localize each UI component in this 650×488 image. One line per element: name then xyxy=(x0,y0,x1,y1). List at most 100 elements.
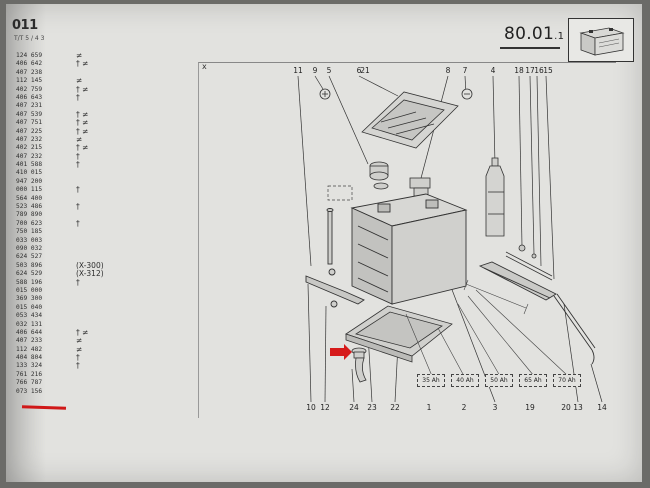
battery-thumbnail-icon xyxy=(568,18,634,62)
part-number: 406 643 xyxy=(16,93,43,101)
capacity-label: 65 Ah xyxy=(519,374,547,387)
parts-list-row: 033 003 xyxy=(16,237,104,245)
part-number: 761 216 xyxy=(16,370,43,378)
parts-list-row: 410 015 xyxy=(16,169,104,177)
part-number: 404 804 xyxy=(16,354,43,362)
parts-list-row: 404 804† xyxy=(16,353,104,362)
parts-list-row: 015 040 xyxy=(16,304,104,312)
part-number: 407 232 xyxy=(16,152,43,160)
part-number: 000 115 xyxy=(16,186,43,194)
part-number: 407 751 xyxy=(16,119,43,127)
part-number: 750 185 xyxy=(16,228,43,236)
callout-bottom: 2 xyxy=(461,403,467,412)
callout-top: 6 xyxy=(356,66,362,75)
parts-list-row: 407 225† ≠ xyxy=(16,126,104,136)
part-note: † ≠ xyxy=(76,327,89,337)
part-number: 053 434 xyxy=(16,312,43,320)
callout-top: 8 xyxy=(445,66,451,75)
part-number: 564 400 xyxy=(16,194,43,202)
parts-list-row: 073 156 xyxy=(16,388,104,396)
callout-top: 7 xyxy=(462,66,468,75)
part-number: 407 539 xyxy=(16,110,43,118)
part-note: (X-312) xyxy=(76,269,104,279)
part-number: 015 040 xyxy=(16,303,43,311)
parts-list-row: 407 232≠ xyxy=(16,135,104,144)
parts-list-row: 124 659 ≠ xyxy=(16,51,104,60)
parts-list-row: 401 588 † xyxy=(16,160,104,170)
parts-list-row: 624 529 (X-312) xyxy=(16,269,104,279)
part-note: ≠ xyxy=(76,344,83,354)
capacity-label: 40 Ah xyxy=(451,374,479,387)
parts-list-row: 407 751 † ≠ xyxy=(16,118,104,128)
header-rule xyxy=(500,47,560,49)
callout-bottom: 13 xyxy=(573,403,583,412)
parts-list-row: 407 238 xyxy=(16,69,104,77)
binding-shadow xyxy=(6,4,46,482)
part-number: 112 145 xyxy=(16,77,43,85)
callout-bottom: 14 xyxy=(597,403,607,412)
parts-list-row: 588 196† xyxy=(16,278,104,287)
callout-bottom: 24 xyxy=(349,403,359,412)
part-note: † ≠ xyxy=(76,118,89,128)
parts-list-row: 112 482≠ xyxy=(16,344,104,354)
part-note: (X-300) xyxy=(76,260,104,270)
parts-list-row: 406 642† ≠ xyxy=(16,59,104,68)
parts-list-row: 407 539† ≠ xyxy=(16,110,104,119)
parts-list-row: 402 215† ≠ xyxy=(16,143,104,152)
part-number: 401 588 xyxy=(16,161,43,169)
part-number: 124 659 xyxy=(16,52,43,59)
parts-list-row: 015 000 xyxy=(16,287,104,295)
parts-list-row: 761 216 xyxy=(16,371,104,379)
part-number: 407 233 xyxy=(16,337,43,345)
parts-list-row: 407 233≠ xyxy=(16,336,104,345)
part-number: 133 324 xyxy=(16,362,43,370)
part-note: † xyxy=(76,92,80,102)
part-note: † ≠ xyxy=(76,126,89,136)
part-number: 369 300 xyxy=(16,295,43,303)
section-number: 80.01.1 xyxy=(504,24,564,44)
header-code: 011 xyxy=(12,18,38,33)
parts-list-row: 624 527 xyxy=(16,253,104,261)
callout-bottom: 1 xyxy=(426,403,432,412)
parts-list-row: 407 232† xyxy=(16,152,104,161)
frame-mark: x xyxy=(202,62,207,71)
section-number-sub: .1 xyxy=(554,31,565,42)
parts-list-row: 000 115† xyxy=(16,185,104,194)
header-subcode: T/T 5 / 4 3 xyxy=(14,35,45,42)
part-number: 523 486 xyxy=(16,203,43,211)
parts-list-row: 133 324† xyxy=(16,362,104,371)
part-note: ≠ xyxy=(76,76,83,86)
part-number: 766 787 xyxy=(16,379,43,387)
callout-top: 17 xyxy=(525,66,535,75)
part-number: 033 003 xyxy=(16,236,43,244)
part-number: 073 156 xyxy=(16,387,43,395)
parts-list-row: 947 200 xyxy=(16,178,104,186)
parts-list-row: 032 131 xyxy=(16,321,104,329)
parts-list-row: 564 400 xyxy=(16,195,104,203)
parts-list-row: 503 896(X-300) xyxy=(16,260,104,270)
callout-bottom: 12 xyxy=(320,403,330,412)
parts-list-row: 369 300 xyxy=(16,295,104,303)
part-number: 402 215 xyxy=(16,144,43,152)
callout-bottom: 20 xyxy=(561,403,571,412)
part-note: † ≠ xyxy=(76,84,89,94)
part-note: † xyxy=(76,218,80,228)
part-number: 947 200 xyxy=(16,177,43,185)
part-number: 407 231 xyxy=(16,102,43,110)
callout-top: 21 xyxy=(360,66,370,75)
parts-list-row: 750 185 xyxy=(16,228,104,236)
capacity-label: 35 Ah xyxy=(417,374,445,387)
part-note: † xyxy=(76,160,80,170)
callout-bottom: 3 xyxy=(492,403,498,412)
part-number: 407 232 xyxy=(16,135,43,143)
parts-list-row: 766 787 xyxy=(16,379,104,387)
part-number: 015 000 xyxy=(16,286,43,294)
part-number: 624 529 xyxy=(16,270,43,278)
callout-bottom: 23 xyxy=(367,403,377,412)
parts-list-row: 112 145 ≠ xyxy=(16,76,104,86)
parts-list-row: 053 434 xyxy=(16,312,104,320)
part-note: ≠ xyxy=(76,51,83,60)
parts-list-row: 402 759† ≠ xyxy=(16,84,104,94)
part-note: † xyxy=(76,202,80,212)
